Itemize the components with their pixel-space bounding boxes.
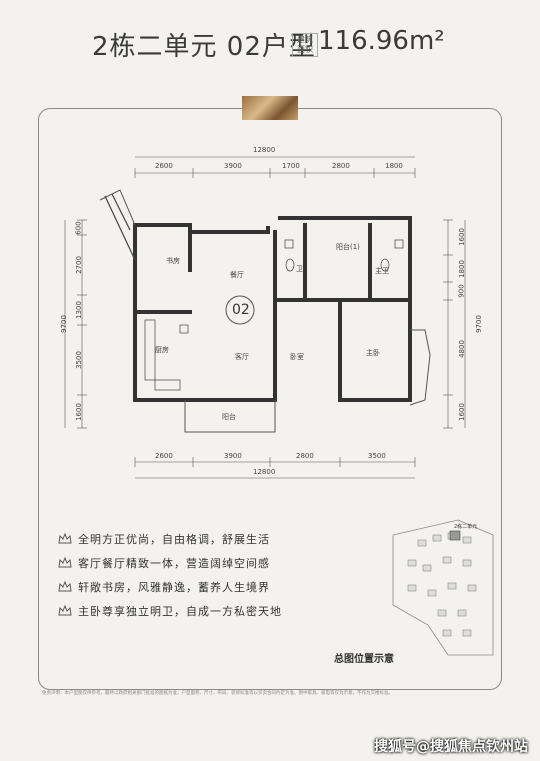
feature-text: 主卧尊享独立明卫，自成一方私密天地	[78, 605, 282, 618]
dim-left: 2700	[74, 256, 83, 274]
dim-top: 2600	[155, 162, 173, 170]
ornament-icon	[242, 96, 298, 120]
feature-text: 全明方正优尚，自由格调，舒展生活	[78, 533, 270, 546]
unit-label: 02	[232, 302, 250, 318]
room-bath: 卫	[296, 265, 303, 273]
room-study: 书房	[166, 257, 180, 265]
crown-icon	[58, 533, 72, 544]
crown-icon	[58, 557, 72, 568]
area-tag: 建筑面积	[292, 33, 318, 57]
feature-text: 轩敞书房，风雅静逸，蓄养人生境界	[78, 581, 270, 594]
room-master-bath: 主卫	[375, 267, 389, 275]
feature-item: 全明方正优尚，自由格调，舒展生活	[58, 528, 358, 550]
dim-top: 3900	[224, 162, 242, 170]
dim-right: 1600	[457, 403, 466, 421]
feature-list: 全明方正优尚，自由格调，舒展生活 客厅餐厅精致一体，营造阔绰空间感 轩敞书房，风…	[58, 528, 358, 624]
page-title: 2栋二单元 02户型	[92, 32, 316, 62]
feature-item: 客厅餐厅精致一体，营造阔绰空间感	[58, 552, 358, 574]
room-balcony-bottom: 阳台	[222, 413, 236, 421]
dim-left: 1600	[74, 403, 83, 421]
dim-right: 1600	[457, 228, 466, 246]
crown-icon	[58, 605, 72, 616]
disclaimer: 免责声明：本户型图仅供参考，最终以政府相关部门批准的图纸为准，户型面积、尺寸、布…	[42, 691, 393, 696]
feature-text: 客厅餐厅精致一体，营造阔绰空间感	[78, 557, 270, 570]
site-plan-map: 2栋二单元	[392, 519, 494, 656]
room-kitchen: 厨房	[155, 346, 169, 354]
dim-right: 900	[457, 284, 466, 298]
crown-icon	[58, 581, 72, 592]
feature-item: 轩敞书房，风雅静逸，蓄养人生境界	[58, 576, 358, 598]
dim-right-total: 9700	[474, 315, 483, 333]
site-plan-label: 总图位置示意	[334, 654, 394, 665]
feature-item: 主卧尊享独立明卫，自成一方私密天地	[58, 600, 358, 622]
dim-top: 1800	[385, 162, 403, 170]
room-dining: 餐厅	[230, 271, 244, 279]
dim-left: 1300	[74, 301, 83, 319]
dim-bottom: 3500	[368, 452, 386, 460]
plan-labels: 12800 2600 3900 1700 2800 1800 2600 3900…	[59, 146, 483, 476]
floor-plan	[64, 156, 466, 479]
dim-left: 600	[74, 221, 83, 235]
room-bedroom: 卧室	[290, 353, 304, 361]
dim-bottom: 2600	[155, 452, 173, 460]
header: 2栋二单元 02户型 建筑面积 116.96m²	[0, 0, 540, 80]
dim-left: 3500	[74, 351, 83, 369]
room-living: 客厅	[235, 353, 249, 361]
site-marker: 2栋二单元	[454, 523, 477, 530]
dim-bottom: 3900	[224, 452, 242, 460]
dim-top: 1700	[282, 162, 300, 170]
dim-right: 4800	[457, 340, 466, 358]
dim-top: 2800	[332, 162, 350, 170]
watermark: 搜狐号@搜狐焦点钦州站	[374, 739, 528, 755]
dim-left-total: 9700	[59, 315, 68, 333]
room-master: 主卧	[366, 349, 380, 357]
dim-right: 1800	[457, 260, 466, 278]
room-balcony-top: 阳台(1)	[336, 243, 360, 251]
dim-top-total: 12800	[253, 146, 276, 154]
area-value: 116.96m²	[318, 26, 445, 56]
dim-bottom-total: 12800	[253, 468, 276, 476]
dim-bottom: 2800	[296, 452, 314, 460]
